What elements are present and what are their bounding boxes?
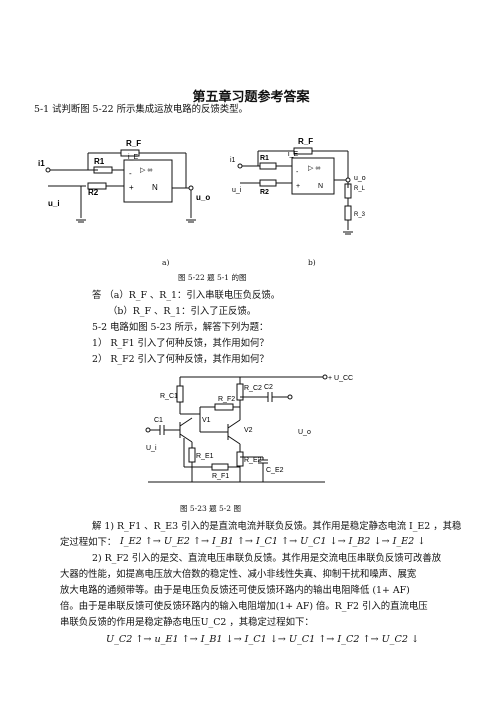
label-c1: C1 — [154, 417, 163, 424]
solution-line-4: 大器的性能，如提高电压放大倍数的稳定性、减小非线性失真、抑制干扰和噪声、展宽 — [60, 569, 417, 580]
label-rl: R_L — [354, 186, 366, 192]
figure-5-23-caption: 图 5-23 题 5-2 图 — [180, 504, 241, 513]
resistor-rc2 — [236, 383, 244, 401]
figure-5-22a: R_F R1 R2 i1 i_E u_i u_o ▷ ∞ - + N — [38, 139, 210, 223]
label-rc2: R_C2 — [244, 385, 262, 392]
resistor-r3 — [344, 205, 352, 221]
opamp-n-b: N — [318, 183, 323, 190]
label-re1: R_E1 — [196, 453, 214, 460]
label-i1: i1 — [38, 159, 45, 168]
label-r1-b: R1 — [260, 155, 269, 162]
label-ie-b: i_E — [288, 151, 298, 158]
resistor-rf2 — [214, 403, 234, 411]
label-r2: R2 — [88, 188, 99, 197]
solution-line-1: 解 1) R_F1 、R_E3 引入的是直流电流并联负反馈。其作用是稳定静态电流… — [92, 521, 462, 532]
label-uo-523: U_o — [298, 429, 311, 436]
label-rf: R_F — [126, 139, 141, 148]
resistor-re1 — [188, 447, 196, 463]
label-ie: i_E — [128, 154, 138, 161]
label-r3: R_3 — [354, 212, 366, 218]
opamp-minus: - — [129, 169, 132, 178]
label-r2-b: R2 — [260, 189, 269, 196]
solution-line-6: 倍。由于是串联反馈可使反馈环路内的输入电阻增加(1+ AF) 倍。R_F2 引入… — [60, 601, 428, 612]
question-5-2-item-2: 2） R_F2 引入了何种反馈，其作用如何？ — [92, 354, 269, 365]
label-vcc: + U_CC — [328, 375, 353, 382]
label-r1: R1 — [94, 157, 105, 166]
solution-line-5: 放大电路的通频带等。由于是电压负反馈还可使反馈环路内的输出电阻降低 (1+ AF… — [60, 585, 410, 596]
stability-chain-2: U_C2 ↑→ u_E1 ↑→ I_B1 ↓→ I_C1 ↓→ U_C1 ↑→ … — [106, 634, 420, 645]
label-rf-b: R_F — [298, 137, 313, 146]
answer-5-1-b: （b）R_F 、R_1：引入了正反馈。 — [108, 306, 257, 317]
label-rf2: R_F2 — [218, 396, 235, 403]
page-title: 第五章习题参考答案 — [192, 90, 310, 105]
solution-line-3: 2) R_F2 引入的是交、直流电压串联负反馈。其作用是交流电压串联负反馈可改善… — [92, 553, 442, 564]
label-rf1: R_F1 — [212, 473, 229, 480]
label-ce2: C_E2 — [266, 467, 284, 474]
label-v2: V2 — [244, 427, 253, 434]
label-ui-523: U_i — [146, 445, 157, 452]
resistor-re2 — [236, 451, 244, 467]
figure-5-22-caption: 图 5-22 题 5-1 的图 — [178, 273, 247, 282]
question-5-1: 5-1 试判断图 5-22 所示集成运放电路的反馈类型。 — [34, 104, 248, 115]
label-ui: u_i — [48, 199, 60, 208]
opamp-plus-b: + — [296, 183, 300, 190]
label-v1: V1 — [202, 417, 211, 424]
opamp-n: N — [152, 183, 158, 192]
label-c2: C2 — [264, 384, 273, 391]
label-rc1: R_C1 — [160, 393, 178, 400]
opamp-symbol: ▷ ∞ — [140, 167, 152, 174]
label-uo: u_o — [196, 193, 210, 202]
stability-chain-1: I_E2 ↑→ U_E2 ↑→ I_B1 ↑→ I_C1 ↑→ U_C1 ↓→ … — [120, 536, 426, 547]
fig-label-b: b) — [308, 258, 316, 267]
question-5-2-item-1: 1） R_F1 引入了何种反馈，其作用如何？ — [92, 338, 269, 349]
label-uo-b: u_o — [354, 175, 366, 182]
solution-line-2: 定过程如下： — [60, 537, 117, 548]
opamp-box — [123, 159, 173, 203]
label-ui-b: u_i — [232, 187, 242, 194]
opamp-plus: + — [129, 183, 134, 192]
figure-5-22b: R_F R1 R2 i1 i_E u_i R_L R_3 u_o ▷ ∞ - +… — [230, 137, 366, 235]
answer-5-1-a: 答 （a）R_F 、R_1：引入串联电压负反馈。 — [92, 290, 281, 301]
opamp-minus-b: - — [296, 169, 299, 176]
fig-label-a: a) — [162, 258, 170, 267]
question-5-2: 5-2 电路如图 5-23 所示，解答下列为题： — [92, 322, 269, 333]
opamp-symbol-b: ▷ ∞ — [308, 165, 320, 172]
label-re2: R_E2 — [244, 457, 262, 464]
figure-5-23: + U_CC R_C1 R_C2 R_F2 R_F1 R_E1 R_E2 C_E… — [145, 374, 353, 483]
resistor-rf1 — [211, 463, 229, 471]
label-i1-b: i1 — [230, 157, 236, 164]
solution-line-7: 串联负反馈的作用是稳定静态电压U_C2 ，其稳定过程如下： — [60, 617, 314, 628]
